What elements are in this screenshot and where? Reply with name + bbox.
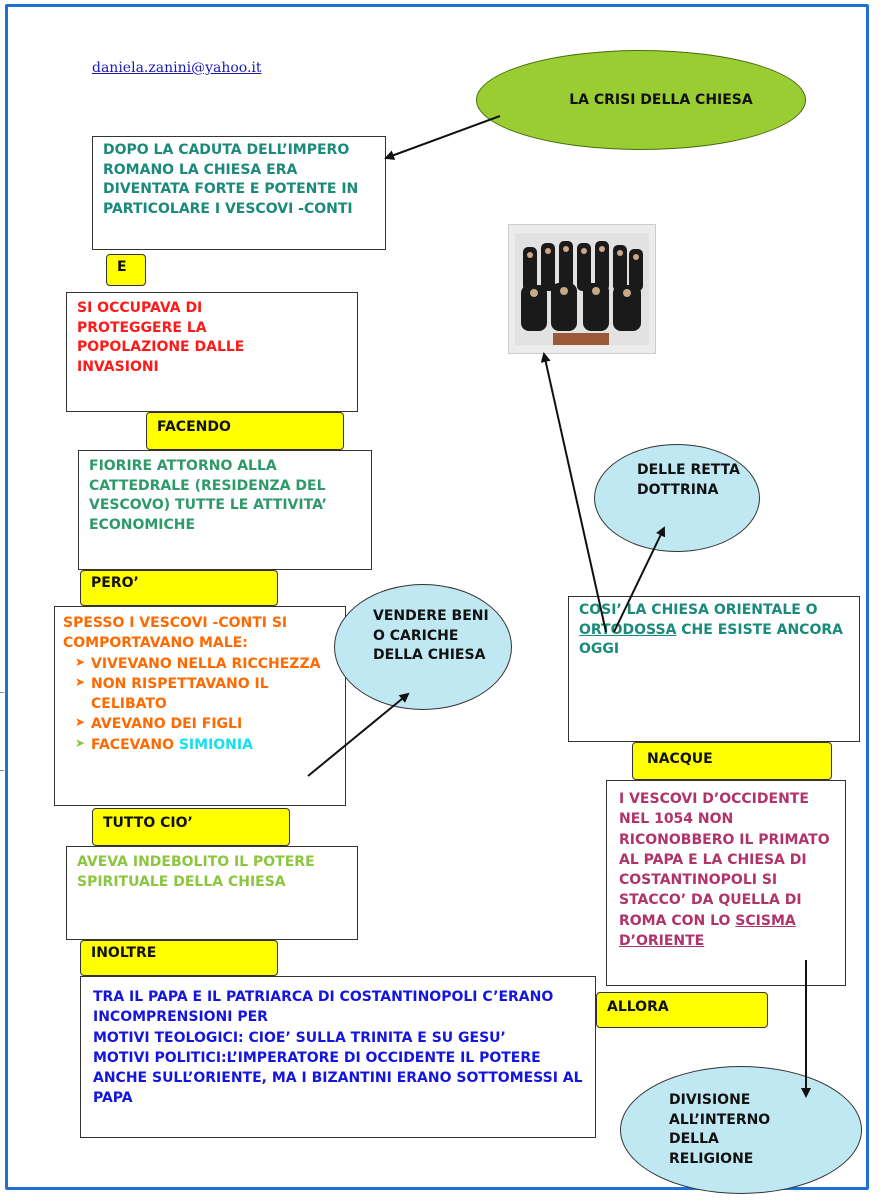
email-link[interactable]: daniela.zanini@yahoo.it: [92, 60, 262, 76]
box-occupava: SI OCCUPAVA DI PROTEGGERE LA POPOLAZIONE…: [66, 292, 358, 412]
list-item: ➤AVEVANO DEI FIGLI: [75, 715, 243, 733]
tag-e-label: E: [117, 259, 127, 275]
ellipse-vendere: VENDERE BENI O CARICHE DELLA CHIESA: [334, 584, 512, 710]
tag-inoltre: INOLTRE: [80, 940, 278, 976]
box-spesso: SPESSO I VESCOVI -CONTI SI COMPORTAVANO …: [54, 606, 346, 806]
edge-mark: [0, 692, 4, 693]
tag-allora-label: ALLORA: [607, 999, 669, 1015]
box-dopo: DOPO LA CADUTA DELL’IMPERO ROMANO LA CHI…: [92, 136, 386, 250]
arrow-bullet-icon: ➤: [75, 674, 86, 689]
box-aveva: AVEVA INDEBOLITO IL POTERE SPIRITUALE DE…: [66, 846, 358, 940]
tag-tutto-label: TUTTO CIO’: [103, 815, 193, 831]
box-tra-line1: TRA IL PAPA E IL PATRIARCA DI COSTANTINO…: [93, 989, 554, 1026]
tag-facendo: FACENDO: [146, 412, 344, 450]
bishops-photo-image: [509, 225, 655, 353]
ellipse-vendere-text: VENDERE BENI O CARICHE DELLA CHIESA: [373, 608, 489, 664]
bishops-photo: [508, 224, 656, 354]
box-cosi-text2: CHE ESISTE ANCORA OGGI: [579, 621, 843, 658]
box-cosi-underlined: ORTODOSSA: [579, 621, 677, 638]
box-fiorire-text: FIORIRE ATTORNO ALLA CATTEDRALE (RESIDEN…: [89, 458, 327, 533]
tag-pero-label: PERO’: [91, 575, 139, 591]
box-tra-line3: MOTIVI POLITICI:L’IMPERATORE DI OCCIDENT…: [93, 1049, 583, 1107]
arrow-bullet-icon: ➤: [75, 735, 86, 750]
misbehaviour-list: ➤VIVEVANO NELLA RICCHEZZA ➤NON RISPETTAV…: [63, 654, 337, 755]
ellipse-divisione-text: DIVISIONE ALL’INTERNO DELLA RELIGIONE: [669, 1092, 771, 1167]
title-text: LA CRISI DELLA CHIESA: [569, 92, 753, 108]
arrow-bullet-icon: ➤: [75, 654, 86, 669]
simionia-word: SIMIONIA: [178, 736, 253, 753]
box-vescovi: I VESCOVI D’OCCIDENTE NEL 1054 NON RICON…: [606, 780, 846, 986]
list-item: ➤FACEVANO SIMIONIA: [75, 735, 253, 753]
box-cosi-text1: COSI’ LA CHIESA ORIENTALE O: [579, 602, 818, 618]
box-spesso-intro: SPESSO I VESCOVI -CONTI SI COMPORTAVANO …: [63, 615, 288, 652]
tag-tutto: TUTTO CIO’: [92, 808, 290, 846]
box-vescovi-underlined: SCISMA D’ORIENTE: [619, 912, 796, 950]
ellipse-divisione: DIVISIONE ALL’INTERNO DELLA RELIGIONE: [620, 1066, 862, 1194]
box-cosi: COSI’ LA CHIESA ORIENTALE O ORTODOSSA CH…: [568, 596, 860, 742]
title-ellipse: LA CRISI DELLA CHIESA: [476, 50, 806, 150]
list-item: ➤NON RISPETTAVANO IL CELIBATO: [75, 674, 269, 713]
ellipse-retta-text: DELLE RETTA DOTTRINA: [637, 462, 740, 498]
edge-mark: [0, 770, 4, 771]
tag-allora: ALLORA: [596, 992, 768, 1028]
tag-facendo-label: FACENDO: [157, 419, 231, 435]
tag-e: E: [106, 254, 146, 286]
box-dopo-text: DOPO LA CADUTA DELL’IMPERO ROMANO LA CHI…: [103, 142, 359, 217]
tag-pero: PERO’: [80, 570, 278, 606]
box-tra: TRA IL PAPA E IL PATRIARCA DI COSTANTINO…: [80, 976, 596, 1138]
box-vescovi-text: I VESCOVI D’OCCIDENTE NEL 1054 NON RICON…: [619, 791, 830, 929]
arrow-bullet-icon: ➤: [75, 715, 86, 730]
box-aveva-text: AVEVA INDEBOLITO IL POTERE SPIRITUALE DE…: [77, 854, 315, 890]
ellipse-retta: DELLE RETTA DOTTRINA: [594, 444, 760, 552]
box-fiorire: FIORIRE ATTORNO ALLA CATTEDRALE (RESIDEN…: [78, 450, 372, 570]
box-tra-line2: MOTIVI TEOLOGICI: CIOE’ SULLA TRINITA E …: [93, 1029, 506, 1046]
box-occupava-text: SI OCCUPAVA DI PROTEGGERE LA POPOLAZIONE…: [77, 300, 245, 375]
tag-nacque: NACQUE: [632, 742, 832, 780]
tag-inoltre-label: INOLTRE: [91, 945, 157, 961]
tag-nacque-label: NACQUE: [647, 751, 713, 767]
list-item: ➤VIVEVANO NELLA RICCHEZZA: [75, 654, 321, 672]
